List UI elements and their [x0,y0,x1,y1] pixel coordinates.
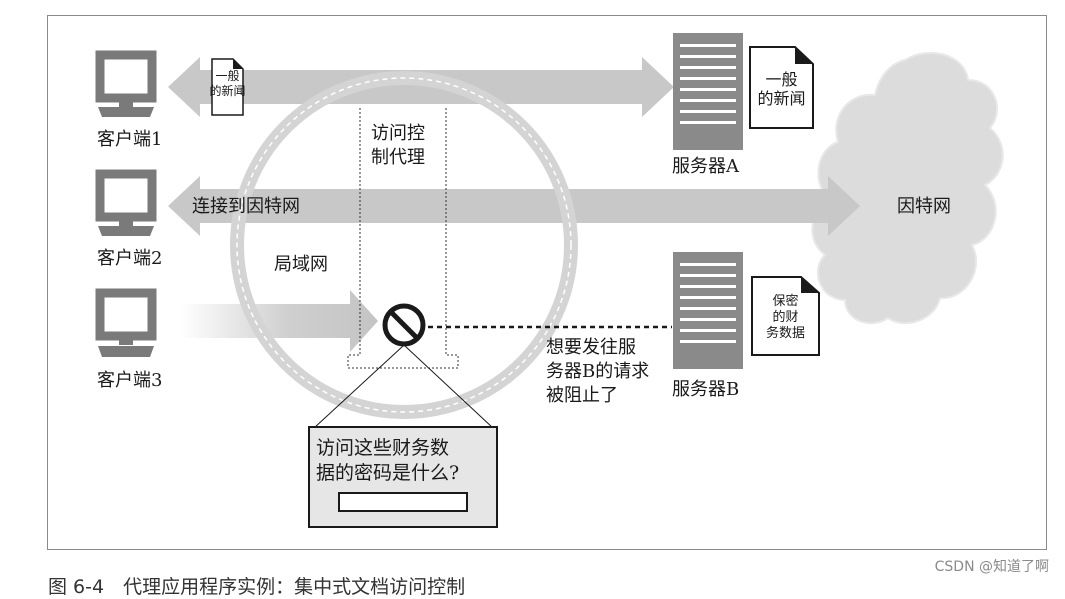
client1-label: 客户端1 [97,129,163,150]
server-a-document-icon [749,46,814,129]
proxy-label-line1: 访问控 [371,123,425,144]
server-a-doc-line1: 一般 [765,70,798,89]
server-b-document-text: 保密 的财 务数据 [752,294,819,342]
diagram-canvas [95,33,1004,528]
internet-label: 因特网 [897,196,951,217]
dialog-prompt-line1: 访问这些财务数 [316,437,450,459]
callout-line-right [404,345,494,429]
server-b-label: 服务器B [672,379,740,400]
block-icon [382,303,426,347]
figure-caption: 图 6-4 代理应用程序实例：集中式文档访问控制 [48,576,466,598]
client1-doc-line2: 的新闻 [209,84,246,98]
server-b-doc-line1: 保密 [772,294,799,309]
callout-line-left [313,345,404,429]
proxy-label: 访问控 制代理 [371,122,425,170]
server-a-icon [673,33,743,150]
lan-label: 局域网 [274,254,328,275]
dialog-prompt: 访问这些财务数 据的密码是什么? [316,436,492,486]
client3-monitor-icon [95,288,157,357]
client3-request-arrow [180,290,378,352]
server-b-doc-line2: 的财 [772,310,799,325]
proxy-label-line2: 制代理 [371,147,425,168]
server-b-doc-line3: 务数据 [765,326,805,341]
blocked-label-line3: 被阻止了 [546,385,618,406]
watermark: CSDN @知道了啊 [934,559,1049,575]
blocked-label: 想要发往服 务器B的请求 被阻止了 [546,336,649,408]
client2-monitor-icon [95,169,157,236]
client1-server-a-arrow [168,57,674,117]
diagram-frame [47,15,1047,550]
client1-monitor-icon [95,50,157,117]
connect-label: 连接到因特网 [192,196,300,217]
server-b-icon [673,252,743,369]
internet-cloud [811,51,1004,325]
client1-document-icon [211,58,244,116]
blocked-label-line2: 务器B的请求 [546,361,650,382]
client2-internet-arrow [168,176,860,236]
client2-label: 客户端2 [97,248,163,269]
client3-label: 客户端3 [97,370,163,391]
blocked-label-line1: 想要发往服 [546,337,636,358]
server-a-label: 服务器A [672,156,739,177]
password-input[interactable] [338,492,468,512]
server-a-doc-line2: 的新闻 [757,89,806,108]
dialog-prompt-line2: 据的密码是什么? [316,462,460,484]
proxy-box [347,108,459,369]
server-a-document-text: 一般 的新闻 [750,70,813,108]
client1-doc-line1: 一般 [215,69,240,83]
server-b-document-icon [751,276,820,356]
client1-document-text: 一般 的新闻 [209,69,246,99]
lan-ring-dashes [236,77,572,413]
